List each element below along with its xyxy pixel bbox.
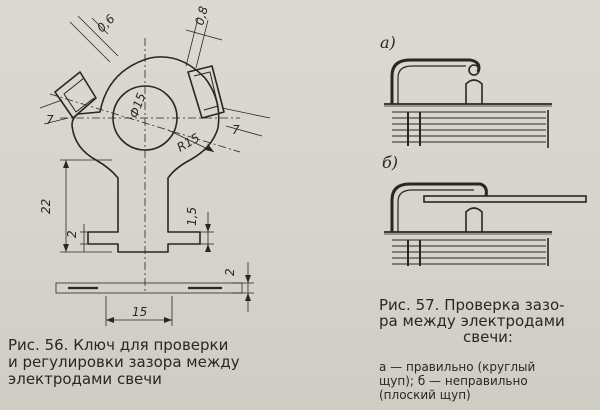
dim-2-left: 2 — [65, 230, 79, 238]
figure-57-legend-line-2-left: щуп); — [379, 374, 414, 388]
panel-a-round-gauge — [468, 64, 480, 76]
figure-56-caption: Рис. 56. Ключ для проверки и регулировки… — [8, 337, 300, 388]
figure-57-caption-line-3: свечи: — [463, 328, 513, 346]
panel-a-hatching — [392, 111, 546, 146]
figure-56-caption-line-2: и регулировки зазора между — [8, 353, 240, 371]
panel-a-side-electrode — [390, 58, 481, 104]
figure-57-legend-line-2-right: б — неправильно — [417, 374, 528, 388]
panel-b-side-electrode — [390, 182, 488, 232]
dim-2-bottom: 2 — [223, 268, 237, 276]
figure-57-caption-line-2: ра между электродами — [379, 313, 597, 329]
figure-57-caption-line-2-left: ра — [379, 312, 398, 330]
dim-7-right: 7 — [232, 123, 240, 137]
dim-22: 22 — [39, 199, 53, 214]
figure-57-legend-line-3: (плоский щуп) — [379, 388, 471, 402]
figure-57-legend-line-2: щуп); б — неправильно — [379, 374, 597, 388]
panel-b-center-electrode — [465, 207, 483, 232]
panel-b-flat-gauge — [423, 195, 587, 203]
figure-57-legend-line-1-left: а — правильно — [379, 360, 474, 374]
panel-a-label: а) — [380, 33, 396, 52]
figure-57-caption-line-2-mid: между — [402, 312, 456, 330]
figure-57-caption-line-1-left: Рис. 57. — [379, 296, 440, 314]
dim-0-8: 0,8 — [192, 4, 211, 26]
figure-57-caption-line-1-right: Проверка зазо- — [444, 296, 565, 314]
dim-15-bottom: 15 — [132, 305, 147, 319]
figure-57-legend-line-1-right: (круглый — [477, 360, 536, 374]
gauge-strip-side-view — [55, 282, 243, 294]
figure-56-caption-line-3: электродами свечи — [8, 370, 162, 388]
panel-a-center-electrode — [465, 79, 483, 104]
figure-57-caption: Рис. 57. Проверка зазо- ра между электро… — [379, 297, 597, 345]
panel-b-hatching — [392, 239, 546, 266]
dim-7-left: 7 — [46, 113, 54, 127]
figure-56-caption-line-1: Рис. 56. Ключ для проверки — [8, 336, 229, 354]
figure-57-caption-line-2-right: электродами — [460, 312, 565, 330]
panel-b-label: б) — [382, 153, 398, 172]
key-body-outline — [71, 56, 220, 253]
figure-57-legend-line-1: а — правильно (круглый — [379, 360, 597, 374]
dim-1-5: 1,5 — [185, 207, 199, 226]
figure-57-legend: а — правильно (круглый щуп); б — неправи… — [379, 360, 597, 402]
right-gauge-tab — [187, 65, 225, 119]
figure-57-caption-line-1: Рис. 57. Проверка зазо- — [379, 297, 597, 313]
